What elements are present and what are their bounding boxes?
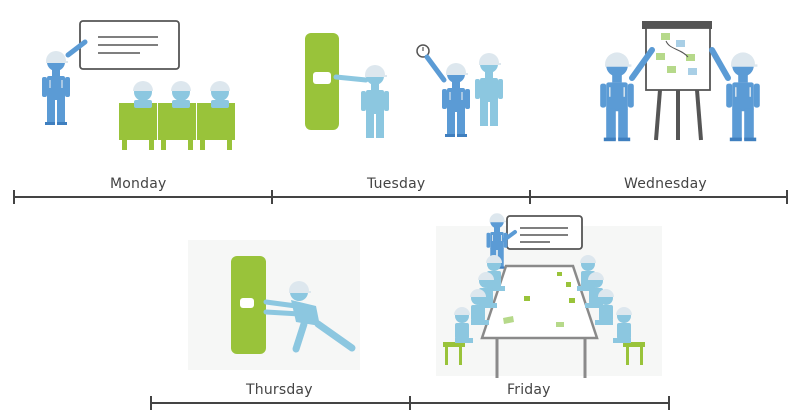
thursday-illustration xyxy=(231,256,356,354)
day-label-friday: Friday xyxy=(507,382,551,398)
timeline-top xyxy=(13,190,788,204)
tuesday-illustration xyxy=(305,33,503,138)
day-label-tuesday: Tuesday xyxy=(367,176,426,192)
friday-illustration xyxy=(443,212,645,378)
timeline-bottom xyxy=(150,396,670,410)
day-label-monday: Monday xyxy=(110,176,167,192)
day-label-wednesday: Wednesday xyxy=(624,176,707,192)
day-label-thursday: Thursday xyxy=(246,382,313,398)
monday-illustration xyxy=(41,20,235,150)
wednesday-illustration xyxy=(599,21,761,142)
